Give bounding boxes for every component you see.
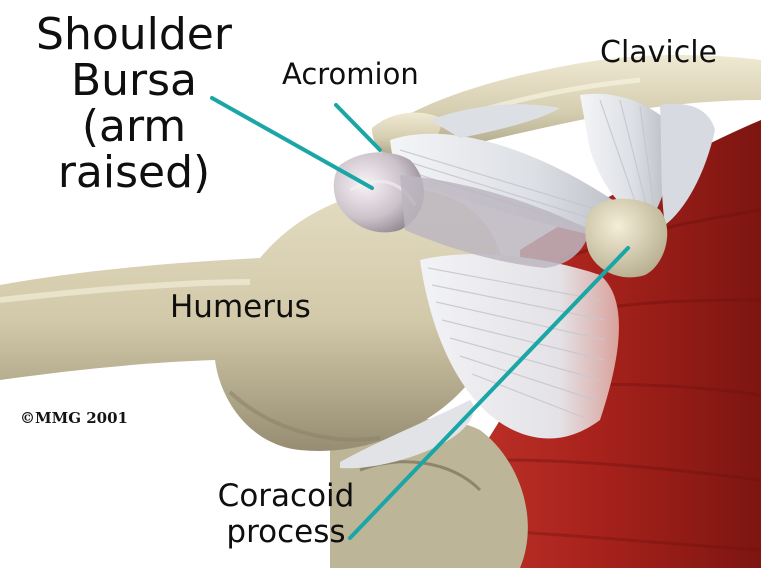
coracoid-line-2: process (196, 514, 376, 550)
title-line-1: Shoulder (18, 12, 250, 58)
clavicle-label: Clavicle (600, 38, 717, 68)
title-line-2: Bursa (18, 58, 250, 104)
humerus-label: Humerus (170, 292, 311, 323)
title-line-4: raised) (18, 150, 250, 196)
acromion-label: Acromion (282, 60, 419, 89)
shoulder-bursa-label: Shoulder Bursa (arm raised) (18, 12, 250, 196)
title-line-3: (arm (18, 104, 250, 150)
coracoid-line-1: Coracoid (196, 478, 376, 514)
coracoid-process-label: Coracoid process (196, 478, 376, 550)
copyright-text: ©MMG 2001 (20, 411, 128, 426)
